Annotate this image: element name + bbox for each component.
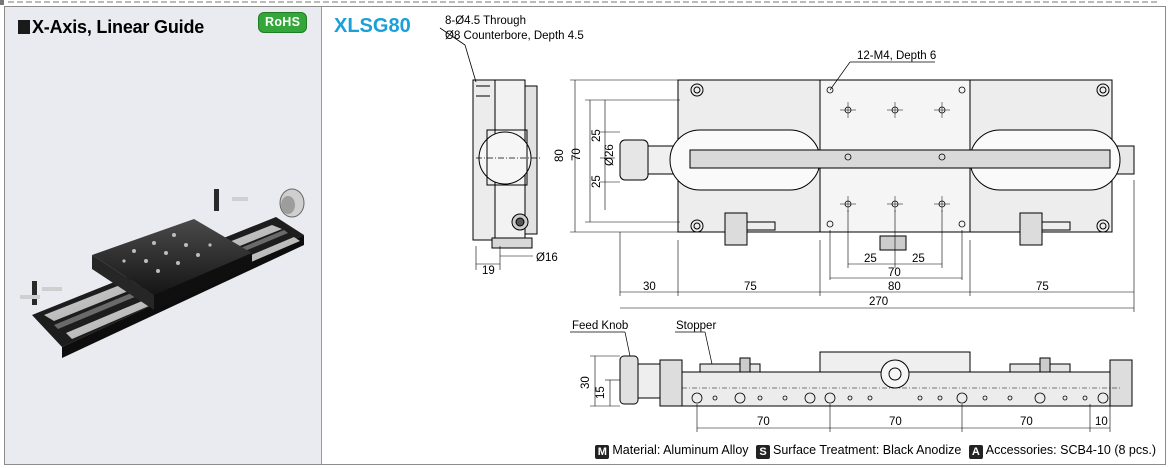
surface-text: Surface Treatment: Black Anodize [773,443,962,457]
dim-270: 270 [869,296,888,308]
dim-70-front-a: 70 [757,416,770,428]
dim-10-front: 10 [1095,416,1108,428]
dim-70-vertical: 70 [571,148,583,161]
square-bullet-icon [18,20,30,34]
dim-25-right: 25 [912,253,925,265]
rohs-badge: RoHS [258,12,308,33]
dim-phi16: Ø16 [536,252,558,264]
top-strip [0,0,1160,5]
accessories-text: Accessories: SCB4-10 (8 pcs.) [985,443,1156,457]
dim-30-horizontal: 30 [643,281,656,293]
section-title-text: X-Axis, Linear Guide [32,17,205,37]
holes-note-line2: Ø8 Counterbore, Depth 4.5 [445,30,584,42]
dim-15-front: 15 [595,386,607,399]
front-view [570,331,1133,432]
dim-75-left: 75 [744,281,757,293]
dim-70-front-b: 70 [889,416,902,428]
holes-note-line1: 8-Ø4.5 Through [445,15,526,27]
dim-19: 19 [482,265,495,277]
surface-badge: S [756,445,771,459]
model-number: XLSG80 [334,15,411,37]
material-text: Material: Aluminum Alloy [612,443,749,457]
material-badge: M [595,445,610,459]
product-photo [20,188,305,358]
feed-knob-label: Feed Knob [572,320,628,332]
tapped-note: 12-M4, Depth 6 [857,50,936,62]
frame [4,6,1166,465]
dim-70-front-c: 70 [1020,416,1033,428]
dim-70-horizontal: 70 [888,267,901,279]
side-view [439,27,540,270]
dim-25-upper: 25 [591,129,603,142]
accessories-badge: A [968,445,983,459]
top-view [570,61,1135,312]
dim-80-vertical: 80 [554,149,566,162]
dim-75-right: 75 [1036,281,1049,293]
stopper-label: Stopper [676,320,716,332]
section-title: X-Axis, Linear Guide [18,17,204,38]
dim-30-front: 30 [580,376,592,389]
dim-80-horizontal: 80 [888,281,901,293]
dim-phi26: Ø26 [604,144,616,166]
dim-25-lower: 25 [591,175,603,188]
dim-25-left: 25 [864,253,877,265]
